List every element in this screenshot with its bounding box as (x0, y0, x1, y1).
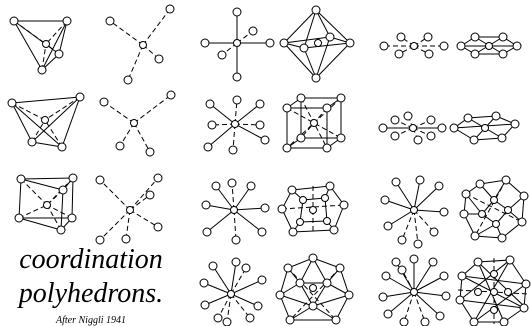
icosahedral-coordination-star (200, 258, 266, 326)
planar-coordination-star (380, 33, 448, 58)
octahedral-coordination-star (201, 8, 274, 81)
antiprism-polyhedron (278, 182, 348, 236)
trigonal-coordination-star (100, 91, 175, 156)
antiprism-coordination-star (202, 179, 269, 244)
trigonal-prism-polyhedron (15, 174, 77, 234)
cubic-coordination-star (204, 96, 269, 154)
hexagonal-planar-polyhedron (450, 112, 519, 144)
prismatic-coordination-star (96, 174, 162, 244)
figure-title: coordination polyhedrons. (6, 243, 176, 311)
credit-caption: After Niggli 1941 (6, 315, 176, 326)
cube-polyhedron (283, 94, 345, 152)
planar-hexagon-polyhedron (457, 33, 521, 58)
title-line-1: coordination (6, 243, 176, 277)
title-line-2: polyhedrons. (6, 277, 176, 311)
trigonal-polyhedron (8, 93, 84, 151)
cuboctahedron-polyhedron (456, 256, 530, 326)
tetrahedron-polyhedron (10, 17, 71, 74)
tenfold-polyhedron (460, 176, 528, 242)
hexagonal-planar-coordination-star (379, 112, 446, 144)
octahedron-polyhedron (280, 6, 354, 82)
tenfold-coordination-star (381, 176, 448, 248)
icosahedron-polyhedron (276, 254, 353, 324)
tetrahedral-coordination-star (106, 5, 174, 84)
twelvefold-coordination-star (379, 255, 450, 326)
